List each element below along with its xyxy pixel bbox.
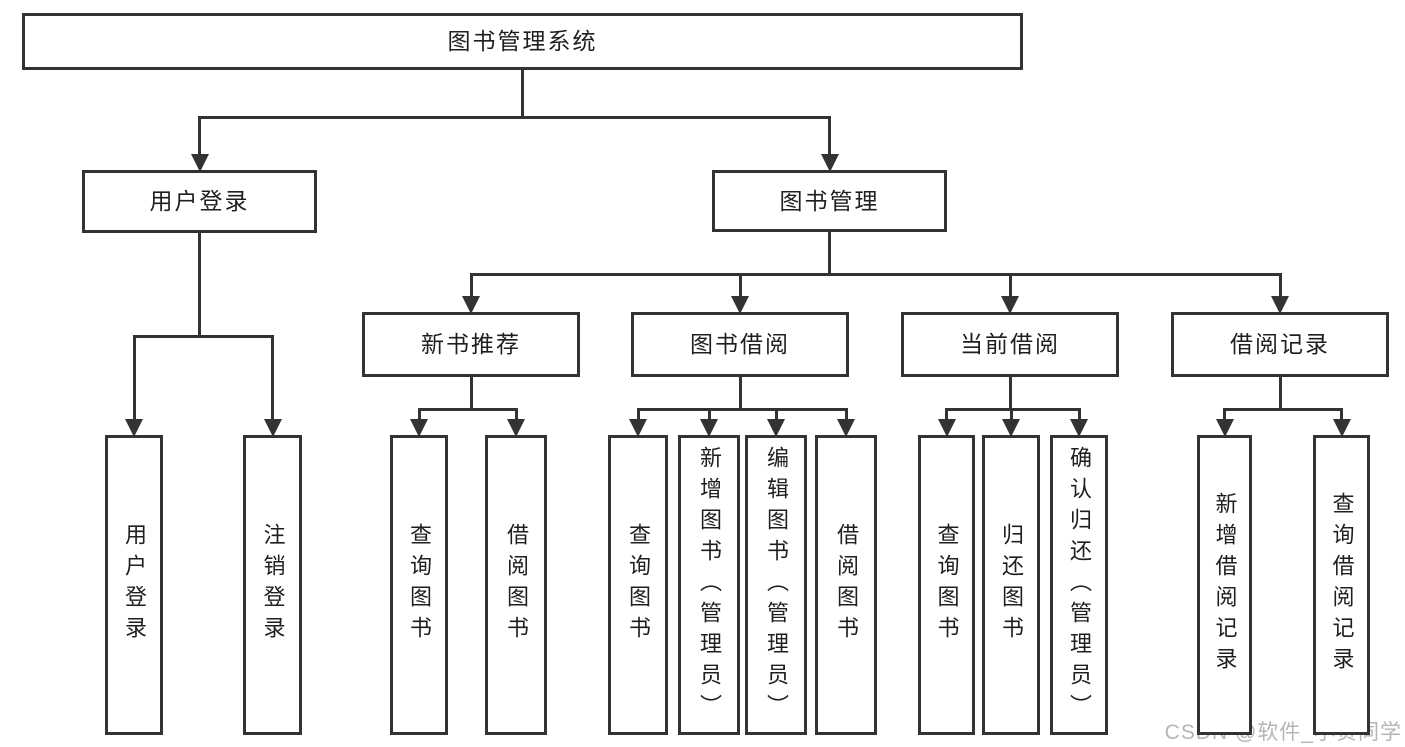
connector-drop: [707, 408, 711, 419]
connector-stem: [521, 70, 524, 119]
connector-bar: [132, 335, 274, 338]
connector-bar: [198, 116, 831, 119]
arrow-down-icon: [410, 419, 428, 437]
connector-drop: [738, 273, 742, 296]
connector-drop: [636, 408, 640, 419]
node-book-mgmt: 图书管理: [712, 170, 947, 232]
connector-drop: [1223, 408, 1226, 419]
connector-stem: [828, 232, 831, 276]
connector-drop: [1340, 408, 1343, 419]
arrow-down-icon: [462, 296, 480, 314]
node-label: 新增借阅记录: [1212, 492, 1238, 678]
connector-stem: [469, 377, 473, 411]
connector-stem: [198, 233, 201, 338]
connector-drop: [1077, 408, 1081, 419]
connector-drop: [198, 116, 201, 154]
connector-bar: [1223, 408, 1343, 411]
node-logout-v: 注销登录: [243, 435, 302, 735]
node-new-book-rec: 新书推荐: [362, 312, 580, 377]
arrow-down-icon: [1001, 296, 1019, 314]
node-label: 编辑图书（管理员）: [764, 445, 789, 725]
arrow-down-icon: [767, 419, 785, 437]
arrow-down-icon: [190, 154, 209, 172]
connector-drop: [1008, 273, 1012, 296]
arrow-down-icon: [1070, 419, 1088, 437]
arrow-down-icon: [125, 419, 143, 437]
node-label: 查询图书: [407, 523, 432, 647]
connector-drop: [844, 408, 848, 419]
node-label: 确认归还（管理员）: [1067, 445, 1092, 725]
arrow-down-icon: [731, 296, 749, 314]
node-borrow-books-2: 借阅图书: [815, 435, 877, 735]
node-label: 借阅记录: [1230, 331, 1330, 357]
node-label: 借阅图书: [834, 523, 859, 647]
arrow-down-icon: [820, 154, 839, 172]
connector-bar: [636, 408, 848, 411]
node-edit-books-admin: 编辑图书（管理员）: [745, 435, 807, 735]
connector-bar: [469, 273, 1282, 276]
node-query-books-rec: 查询图书: [390, 435, 448, 735]
arrow-down-icon: [700, 419, 718, 437]
arrow-down-icon: [263, 419, 282, 437]
arrow-down-icon: [507, 419, 525, 437]
node-label: 注销登录: [260, 523, 286, 647]
node-label: 新书推荐: [421, 331, 521, 357]
node-label: 当前借阅: [960, 331, 1060, 357]
node-label: 查询图书: [626, 523, 651, 647]
arrow-down-icon: [1271, 296, 1289, 314]
node-label: 图书管理: [779, 187, 880, 214]
node-label: 图书借阅: [690, 331, 790, 357]
arrow-down-icon: [837, 419, 855, 437]
connector-drop: [132, 335, 136, 419]
arrow-down-icon: [1332, 419, 1351, 437]
connector-stem: [1008, 377, 1012, 411]
node-add-borrow-record: 新增借阅记录: [1197, 435, 1252, 735]
node-root: 图书管理系统: [22, 13, 1023, 70]
node-query-books-borrow: 查询图书: [608, 435, 668, 735]
node-label: 用户登录: [122, 523, 147, 647]
node-borrow-records: 借阅记录: [1171, 312, 1389, 377]
node-book-borrow: 图书借阅: [631, 312, 849, 377]
connector-drop: [1009, 408, 1013, 419]
arrow-down-icon: [1002, 419, 1020, 437]
node-label: 归还图书: [999, 523, 1024, 647]
connector-stem: [1278, 377, 1282, 411]
node-label: 用户登录: [149, 188, 250, 214]
node-label: 新增图书（管理员）: [697, 445, 722, 725]
node-label: 查询借阅记录: [1329, 492, 1355, 678]
arrow-down-icon: [1215, 419, 1234, 437]
connector-bar: [417, 408, 518, 411]
arrow-down-icon: [937, 419, 956, 437]
connector-drop: [774, 408, 778, 419]
connector-drop: [271, 335, 274, 419]
connector-drop: [1278, 273, 1282, 296]
connector-drop: [417, 408, 421, 419]
node-query-books-current: 查询图书: [918, 435, 975, 735]
arrow-down-icon: [629, 419, 647, 437]
node-label: 借阅图书: [504, 523, 529, 647]
node-label: 图书管理系统: [447, 28, 598, 54]
connector-drop: [828, 116, 831, 154]
node-current-borrow: 当前借阅: [901, 312, 1119, 377]
connector-drop: [469, 273, 473, 296]
node-user-login: 用户登录: [82, 170, 317, 233]
node-return-books: 归还图书: [982, 435, 1040, 735]
connector-drop: [514, 408, 518, 419]
node-confirm-return-admin: 确认归还（管理员）: [1050, 435, 1108, 735]
node-add-books-admin: 新增图书（管理员）: [678, 435, 740, 735]
node-borrow-books-rec: 借阅图书: [485, 435, 547, 735]
node-label: 查询图书: [934, 523, 960, 647]
connector-stem: [738, 377, 742, 411]
node-login-v: 用户登录: [105, 435, 163, 735]
node-query-borrow-record: 查询借阅记录: [1313, 435, 1370, 735]
connector-bar: [945, 408, 1081, 411]
connector-drop: [945, 408, 948, 419]
